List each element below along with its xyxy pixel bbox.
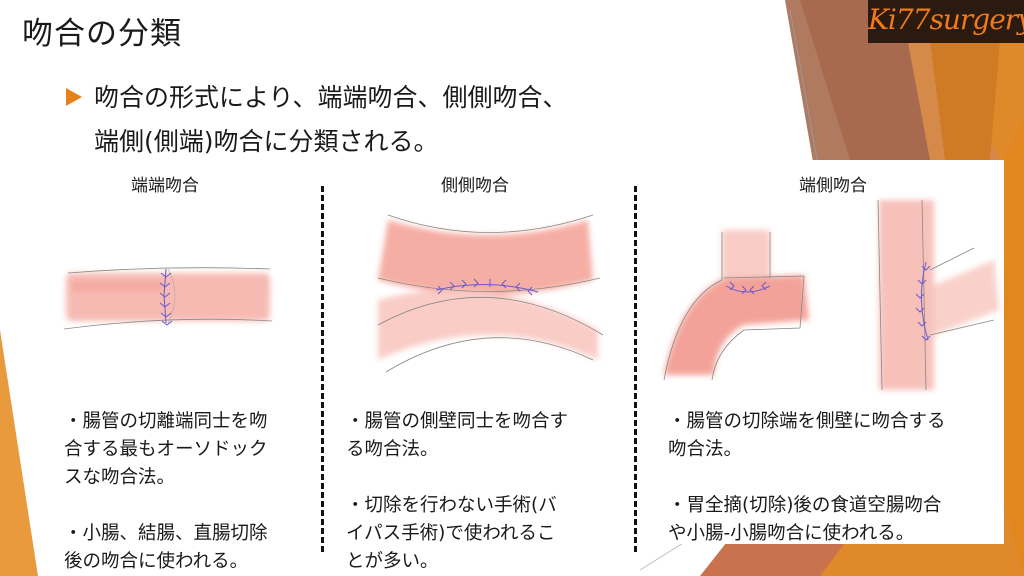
- column-3-description: ・腸管の切除端を側壁に吻合する 吻合法。 ・胃全摘(切除)後の食道空腸吻合 や小…: [668, 408, 998, 548]
- desc-line: ・腸管の側壁同士を吻合す: [346, 411, 569, 432]
- desc-line: スな吻合法。: [64, 467, 176, 488]
- desc-line: イパス手術)で使われるこ: [346, 523, 556, 544]
- desc-line: や小腸-小腸吻合に使われる。: [668, 523, 915, 544]
- desc-line: ・腸管の切離端同士を吻: [64, 411, 268, 432]
- end-to-end-anastomosis-illustration: [63, 267, 273, 330]
- bullet-arrow-icon: [66, 88, 82, 106]
- column-title-side-to-side: 側側吻合: [441, 176, 509, 196]
- side-to-side-anastomosis-illustration: [377, 214, 604, 373]
- column-title-end-to-side: 端側吻合: [799, 176, 867, 196]
- end-to-side-anastomosis-illustration: [663, 199, 999, 391]
- column-2-description: ・腸管の側壁同士を吻合す る吻合法。 ・切除を行わない手術(バ イパス手術)で使…: [346, 408, 626, 576]
- desc-line: 合する最もオーソドック: [64, 439, 268, 460]
- desc-line: ・切除を行わない手術(バ: [346, 495, 557, 516]
- desc-line: る吻合法。: [346, 439, 439, 460]
- desc-line: ・胃全摘(切除)後の食道空腸吻合: [668, 495, 942, 516]
- bullet-text-line-1: 吻合の形式により、端端吻合、側側吻合、: [94, 83, 568, 112]
- column-divider-1: [321, 186, 324, 552]
- bullet-text-line-2: 端側(側端)吻合に分類される。: [94, 127, 439, 156]
- desc-line: ・小腸、結腸、直腸切除: [64, 523, 268, 544]
- slide-title: 吻合の分類: [22, 16, 182, 52]
- brand-logo: Ki77surgery: [868, 0, 1024, 43]
- desc-line: 吻合法。: [668, 439, 743, 460]
- desc-line: ・腸管の切除端を側壁に吻合する: [668, 411, 946, 432]
- desc-line: とが多い。: [346, 551, 439, 572]
- column-divider-2: [634, 186, 637, 552]
- column-title-end-to-end: 端端吻合: [131, 176, 199, 196]
- column-1-description: ・腸管の切離端同士を吻 合する最もオーソドック スな吻合法。 ・小腸、結腸、直腸…: [64, 408, 314, 576]
- desc-line: 後の吻合に使われる。: [64, 551, 249, 572]
